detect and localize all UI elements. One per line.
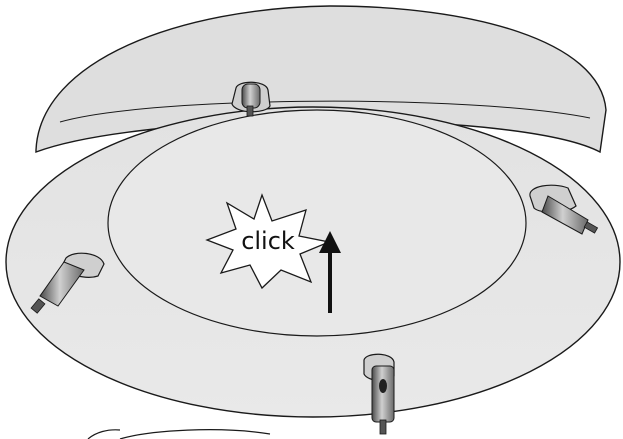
click-starburst: [205, 193, 332, 290]
mounting-pin-bottom: [363, 353, 395, 435]
partial-circles: [87, 429, 271, 439]
click-label: click: [241, 227, 295, 255]
inner-recess: [107, 109, 527, 337]
mounting-pin-top: [231, 81, 271, 117]
mounting-pin-left: [30, 252, 105, 314]
mounting-pin-right: [529, 184, 599, 235]
push-up-arrow: [319, 231, 341, 313]
